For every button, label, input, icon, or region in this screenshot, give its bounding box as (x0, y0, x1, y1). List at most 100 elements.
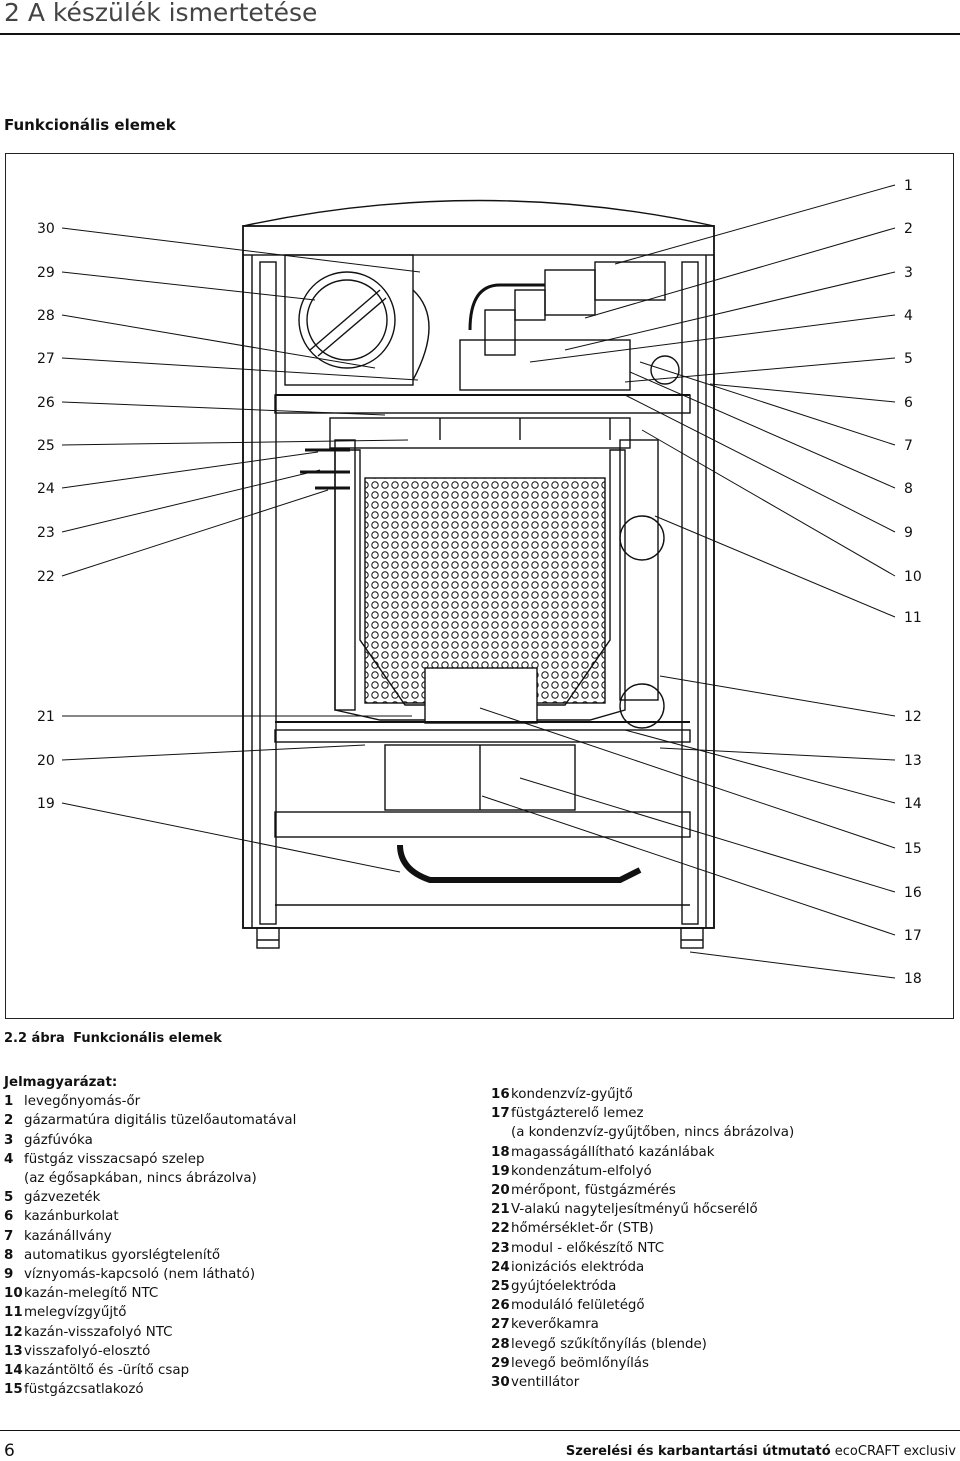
header-rule (0, 33, 960, 35)
callout-23: 23 (37, 525, 55, 541)
callout-3: 3 (904, 265, 913, 281)
section-subtitle: Funkcionális elemek (4, 116, 176, 134)
legend-item: 2 gázarmatúra digitális tüzelőautomatával (4, 1111, 296, 1130)
callout-30: 30 (37, 221, 55, 237)
legend-right: 16kondenzvíz-gyűjtő 17füstgázterelő lemez… (491, 1085, 794, 1392)
fan-rotor (298, 271, 396, 369)
legend-item-text: gázfúvóka (24, 1132, 93, 1148)
foot-right (680, 927, 704, 949)
legend-item: 7 kazánállvány (4, 1227, 296, 1246)
ntc-sensor-return (619, 683, 665, 729)
legend-item-text: kazán-melegítő NTC (24, 1286, 159, 1302)
legend-item-text: keverőkamra (511, 1317, 599, 1333)
callout-18: 18 (904, 971, 922, 987)
legend-item-text: gyújtóelektróda (511, 1279, 617, 1295)
legend-item: 16kondenzvíz-gyűjtő (491, 1085, 794, 1104)
legend-item: 29levegő beömlőnyílás (491, 1354, 794, 1373)
legend-item-text: melegvízgyűjtő (24, 1305, 127, 1321)
callout-12: 12 (904, 709, 922, 725)
section-title: 2 A készülék ismertetése (4, 0, 318, 27)
legend-item: 20mérőpont, füstgázmérés (491, 1181, 794, 1200)
legend-item: 23modul - előkészítő NTC (491, 1239, 794, 1258)
legend-item: 30ventillátor (491, 1373, 794, 1392)
legend-item-number: 9 (4, 1267, 14, 1283)
legend-item-number: 21 (491, 1202, 510, 1218)
legend-item-number: 1 (4, 1094, 14, 1110)
callout-22: 22 (37, 569, 55, 585)
manual-title: Szerelési és karbantartási útmutató (565, 1444, 831, 1459)
legend-item-text: kazánállvány (24, 1228, 112, 1244)
legend-item-number: 22 (491, 1221, 510, 1237)
legend-item-text: levegőnyomás-őr (24, 1094, 141, 1110)
legend-item-number: 14 (4, 1363, 23, 1379)
callout-19: 19 (37, 796, 55, 812)
legend-item-text: modul - előkészítő NTC (511, 1240, 665, 1256)
legend-item-text: gázarmatúra digitális tüzelőautomatával (24, 1113, 297, 1129)
legend-item: 27keverőkamra (491, 1315, 794, 1334)
legend-item-text: füstgáz visszacsapó szelep (24, 1151, 205, 1167)
legend-item-number: 13 (4, 1343, 23, 1359)
caption-number: 2.2 ábra (4, 1031, 65, 1046)
legend-item-text: moduláló felületégő (511, 1298, 645, 1314)
footer-rule (0, 1430, 960, 1431)
callout-25: 25 (37, 438, 55, 454)
legend-item-number: 29 (491, 1355, 510, 1371)
legend-item-number: 28 (491, 1336, 510, 1352)
callout-21: 21 (37, 709, 55, 725)
callout-2: 2 (904, 221, 913, 237)
legend-item: 10kazán-melegítő NTC (4, 1284, 296, 1303)
callout-29: 29 (37, 265, 55, 281)
legend-item-text: kazántöltő és -ürítő csap (24, 1363, 190, 1379)
legend-title: Jelmagyarázat: (4, 1075, 118, 1090)
callout-10: 10 (904, 569, 922, 585)
legend-item-text: levegő szűkítőnyílás (blende) (511, 1336, 707, 1352)
legend-item: 1 levegőnyomás-őr (4, 1092, 296, 1111)
legend-item-text: V-alakú nagyteljesítményű hőcserélő (511, 1202, 758, 1218)
callout-5: 5 (904, 351, 913, 367)
legend-item: 14kazántöltő és -ürítő csap (4, 1361, 296, 1380)
legend-item: 26moduláló felületégő (491, 1296, 794, 1315)
callout-1: 1 (904, 178, 913, 194)
legend-item-text: automatikus gyorslégtelenítő (24, 1247, 221, 1263)
legend-item-number: 16 (491, 1087, 510, 1102)
legend-item: 21V-alakú nagyteljesítményű hőcserélő (491, 1200, 794, 1219)
caption-text: Funkcionális elemek (73, 1031, 222, 1046)
legend-item-text: füstgázterelő lemez (511, 1106, 644, 1122)
legend-item-text: magasságállítható kazánlábak (511, 1144, 715, 1160)
callout-9: 9 (904, 525, 913, 541)
legend-item-number: 19 (491, 1163, 510, 1179)
legend-item-text: víznyomás-kapcsoló (nem látható) (24, 1267, 256, 1283)
callout-17: 17 (904, 928, 922, 944)
legend-item-number: 7 (4, 1228, 14, 1244)
page-footer: 6 Szerelési és karbantartási útmutató ec… (0, 1430, 960, 1461)
legend-item: 22hőmérséklet-őr (STB) (491, 1219, 794, 1238)
air-inlet (412, 289, 430, 381)
legend-item-number: 10 (4, 1286, 23, 1302)
legend-item-number: 5 (4, 1190, 14, 1206)
legend-item: (az égősapkában, nincs ábrázolva) (4, 1169, 296, 1188)
burner-deck (274, 394, 691, 414)
legend-left: Jelmagyarázat: 1 levegőnyomás-őr 2 gázarmat… (4, 1073, 296, 1399)
legend-item-number: 2 (4, 1113, 14, 1129)
legend-item: 18magasságállítható kazánlábak (491, 1143, 794, 1162)
callout-27: 27 (37, 351, 55, 367)
fan-housing (284, 254, 414, 386)
callout-11: 11 (904, 610, 922, 626)
legend-item-number: 8 (4, 1247, 14, 1263)
legend-item: (a kondenzvíz-gyűjtőben, nincs ábrázolva… (491, 1123, 794, 1142)
legend-item-text: gázvezeték (24, 1190, 101, 1206)
figure-caption: 2.2 ábra Funkcionális elemek (4, 1031, 222, 1046)
legend-item-number: 30 (491, 1375, 510, 1391)
callout-28: 28 (37, 308, 55, 324)
figure-frame (5, 153, 954, 1019)
legend-item-number: 25 (491, 1279, 510, 1295)
legend-item: 12kazán-visszafolyó NTC (4, 1323, 296, 1342)
legend-item-number: 17 (491, 1106, 510, 1122)
legend-item-text: hőmérséklet-őr (STB) (511, 1221, 654, 1237)
legend-item: 8 automatikus gyorslégtelenítő (4, 1246, 296, 1265)
legend-item: 24ionizációs elektróda (491, 1258, 794, 1277)
gas-pipe (484, 309, 516, 356)
legend-item-text: füstgázcsatlakozó (24, 1382, 144, 1398)
